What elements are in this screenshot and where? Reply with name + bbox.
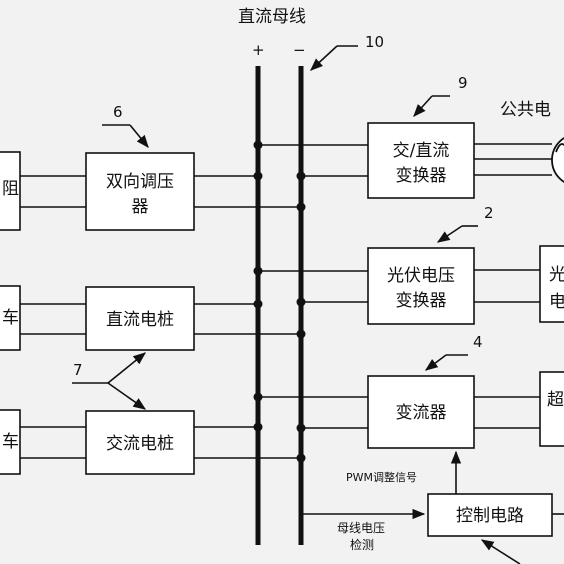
ac-pile-label: 交流电桩 bbox=[106, 434, 174, 454]
left-box-vehicle-1-label: 车 bbox=[2, 308, 19, 328]
junction-dot bbox=[253, 171, 263, 181]
regulator-ref-number: 6 bbox=[113, 103, 123, 121]
bus-plus-sign: + bbox=[252, 41, 265, 59]
junction-dot bbox=[296, 171, 306, 181]
dc-pile-label: 直流电桩 bbox=[106, 310, 174, 330]
control-input-arrow bbox=[480, 539, 521, 564]
junction-dot bbox=[253, 392, 263, 402]
control-circuit-box bbox=[427, 493, 553, 537]
bus-ref-arrow bbox=[310, 45, 338, 71]
acdc-converter-line1: 交/直流 bbox=[393, 141, 450, 161]
junction-dot bbox=[253, 299, 263, 309]
junction-dot bbox=[296, 297, 306, 307]
junction-dot bbox=[296, 453, 306, 463]
bus-voltage-label-2: 检测 bbox=[350, 537, 374, 552]
pwm-signal-label: PWM调整信号 bbox=[346, 470, 417, 484]
control-circuit-label: 控制电路 bbox=[456, 506, 524, 526]
pile-ref-number: 7 bbox=[73, 361, 83, 379]
junction-dot bbox=[253, 422, 263, 432]
pv-ref-number: 2 bbox=[484, 204, 494, 222]
ac-pile-box bbox=[85, 410, 195, 475]
left-box-resistor bbox=[0, 151, 21, 231]
pv-panel-label-2: 电 bbox=[549, 292, 564, 312]
junction-dot bbox=[296, 423, 306, 433]
bidirectional-regulator-box bbox=[85, 152, 195, 231]
grid-label: 公共电 bbox=[500, 100, 551, 120]
pv-converter-line1: 光伏电压 bbox=[387, 266, 455, 286]
acdc-ref-arrow bbox=[413, 95, 433, 117]
junction-dot bbox=[253, 140, 263, 150]
inverter-ref-arrow bbox=[424, 354, 447, 371]
dc-pile-box bbox=[85, 286, 195, 351]
pile-ref-arrow-up bbox=[107, 352, 146, 384]
regulator-ref-arrow bbox=[129, 124, 149, 148]
supercap-label: 超 bbox=[547, 390, 564, 410]
inverter-box bbox=[367, 375, 475, 449]
inverter-ref-number: 4 bbox=[473, 333, 483, 351]
pv-converter-box bbox=[367, 247, 475, 325]
pv-converter-line2: 变换器 bbox=[396, 291, 447, 311]
supercap-box bbox=[539, 371, 564, 447]
acdc-converter-line2: 变换器 bbox=[396, 166, 447, 186]
junction-dot bbox=[296, 202, 306, 212]
pv-panel-label-1: 光 bbox=[549, 265, 564, 285]
left-box-vehicle-2-label: 车 bbox=[2, 432, 19, 452]
bidirectional-regulator-line1: 双向调压 bbox=[106, 172, 174, 192]
pv-panel-box bbox=[539, 245, 564, 323]
left-box-vehicle-2 bbox=[0, 409, 21, 475]
left-box-resistor-label: 阻 bbox=[2, 179, 19, 199]
bus-ref-number: 10 bbox=[365, 33, 384, 51]
bus-minus-sign: − bbox=[293, 41, 306, 59]
ac-wave-icon bbox=[555, 143, 564, 153]
bidirectional-regulator-line2: 器 bbox=[132, 197, 149, 217]
pv-ref-arrow bbox=[436, 225, 463, 243]
pile-ref-arrow-down bbox=[107, 382, 147, 410]
bus-voltage-label-1: 母线电压 bbox=[337, 521, 385, 535]
junction-dot bbox=[253, 266, 263, 276]
bus-title: 直流母线 bbox=[238, 7, 306, 27]
left-box-vehicle-1 bbox=[0, 285, 21, 351]
junction-dot bbox=[296, 329, 306, 339]
ac-grid-source-icon bbox=[551, 137, 564, 183]
acdc-ref-number: 9 bbox=[458, 74, 468, 92]
inverter-label: 变流器 bbox=[396, 403, 447, 423]
acdc-converter-box bbox=[367, 122, 475, 199]
